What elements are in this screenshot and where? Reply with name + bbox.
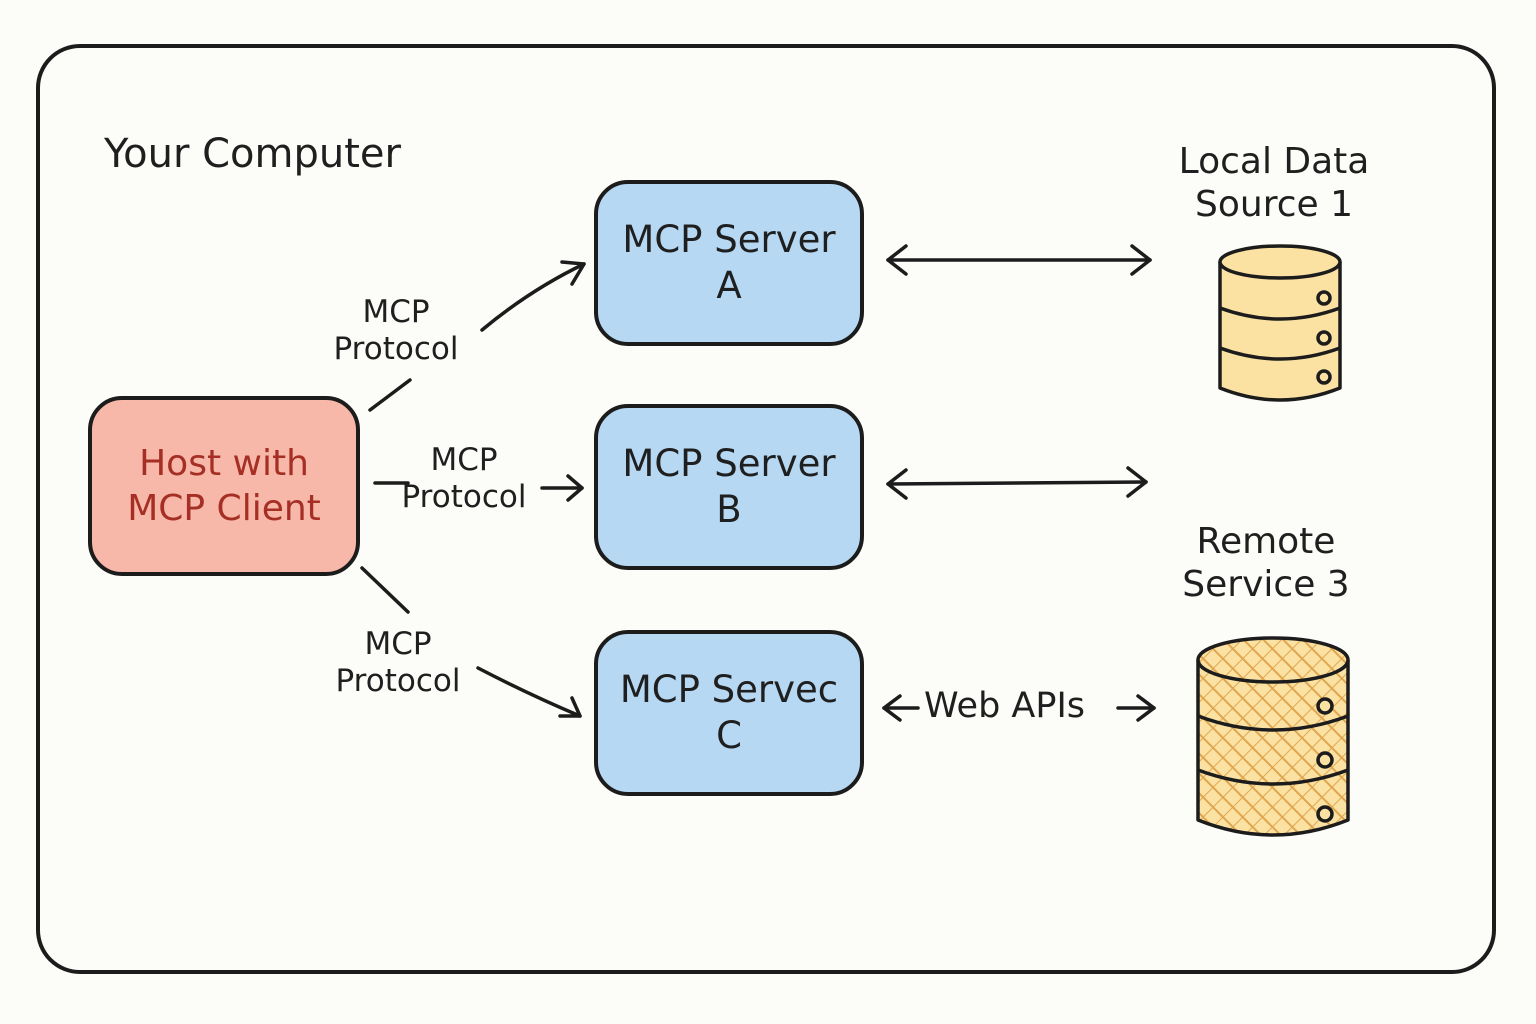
diagram-title: Your Computer	[104, 131, 401, 177]
database-icon	[1196, 636, 1350, 837]
server-a-box: MCP Server A	[594, 180, 864, 346]
protocol-label-a: MCP Protocol	[333, 294, 459, 368]
host-to-server-a-arrow	[368, 260, 586, 412]
database-icon	[1218, 244, 1342, 402]
server-b-box: MCP Server B	[594, 404, 864, 570]
computer-boundary	[36, 44, 1496, 974]
server-c-box: MCP Servec C	[594, 630, 864, 796]
server-b-data-link	[886, 466, 1148, 500]
server-a-data-link	[886, 244, 1152, 276]
web-apis-label: Web APIs	[924, 686, 1086, 726]
protocol-label-b: MCP Protocol	[401, 442, 527, 516]
host-client-box: Host with MCP Client	[88, 396, 360, 576]
host-to-server-c-arrow	[360, 566, 582, 718]
server-c-web-api-link	[882, 694, 1156, 722]
protocol-label-c: MCP Protocol	[335, 626, 461, 700]
local-data-source-label: Local Data Source 1	[1178, 141, 1370, 226]
host-to-server-b-arrow	[373, 474, 584, 502]
remote-service-label: Remote Service 3	[1182, 521, 1350, 606]
